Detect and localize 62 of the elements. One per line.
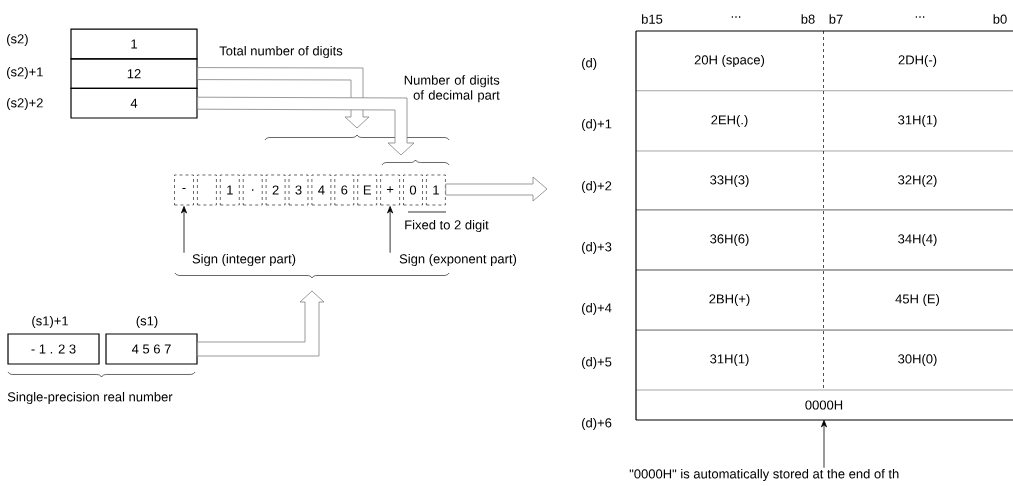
table-cell: - 1 . 2 3 xyxy=(7,333,100,365)
character-box: 0 xyxy=(403,174,423,206)
table-cell: 45H (E) xyxy=(895,293,940,307)
character-box: + xyxy=(380,174,400,206)
sign-label: Sign (integer part) xyxy=(192,253,296,267)
table-cell: 30H(0) xyxy=(898,353,937,367)
hollow-arrow xyxy=(197,67,370,129)
character-box: 3 xyxy=(288,174,309,206)
note-text: Fixed to 2 digit xyxy=(405,219,489,233)
table-cell: 12 xyxy=(70,58,198,89)
character-box: 2 xyxy=(265,174,286,206)
table-cell: 2DH(-) xyxy=(898,54,937,68)
table-cell: 34H(4) xyxy=(898,233,937,247)
table-cell: 20H (space) xyxy=(694,54,765,68)
table-cell: 32H(2) xyxy=(898,174,937,188)
sign-label: Sign (exponent part) xyxy=(399,253,517,267)
table-cell: 4 xyxy=(70,87,198,119)
hollow-arrow xyxy=(197,290,325,357)
character-box: 6 xyxy=(334,174,355,206)
bit-label: b7 xyxy=(829,14,843,24)
caption-text: Single-precision real number xyxy=(7,391,173,405)
row-label: (d) xyxy=(582,57,597,71)
table-cell: 0000H xyxy=(805,400,843,410)
bit-label: b0 xyxy=(993,14,1007,24)
arrow-label: Number of digits of decimal part xyxy=(404,75,500,103)
character-box: 1 xyxy=(426,174,446,206)
table-cell: 1 xyxy=(70,28,198,60)
address-label: (s2)+2 xyxy=(7,97,43,111)
character-box: . xyxy=(242,174,263,206)
character-box: - xyxy=(174,174,194,206)
table-cell: 4 5 6 7 xyxy=(105,333,198,365)
note-text: "0000H" is automatically stored at the end of th xyxy=(629,468,899,482)
address-label: (s2) xyxy=(7,33,28,47)
row-label: (d)+3 xyxy=(582,241,612,255)
table-cell: 2BH(+) xyxy=(709,293,750,307)
table-cell: 31H(1) xyxy=(710,353,749,367)
row-label: (d)+5 xyxy=(582,356,612,370)
table-cell: 31H(1) xyxy=(898,114,937,128)
table-cell: 36H(6) xyxy=(710,233,749,247)
table-cell: 33H(3) xyxy=(710,174,749,188)
character-box xyxy=(197,174,217,206)
ellipsis: ... xyxy=(915,16,925,18)
hollow-arrow xyxy=(197,96,415,156)
address-label: (s1)+1 xyxy=(32,315,68,329)
address-label: (s2)+1 xyxy=(7,66,43,80)
arrow xyxy=(821,419,827,469)
table-cell: 2EH(.) xyxy=(711,114,748,128)
arrow xyxy=(387,206,394,254)
row-label: (d)+2 xyxy=(582,180,612,194)
character-box: 1 xyxy=(220,174,240,206)
address-label: (s1) xyxy=(136,315,158,329)
character-box: 4 xyxy=(311,174,332,206)
row-label: (d)+4 xyxy=(582,302,612,316)
arrow xyxy=(181,206,187,254)
bit-label: b15 xyxy=(642,14,663,24)
ellipsis: ... xyxy=(731,16,741,18)
bit-label: b8 xyxy=(801,14,815,24)
character-box: E xyxy=(357,174,377,206)
hollow-arrow xyxy=(445,176,548,202)
row-label: (d)+6 xyxy=(582,417,612,431)
edge-label: Total number of digits xyxy=(218,44,344,60)
row-label: (d)+1 xyxy=(582,118,612,132)
